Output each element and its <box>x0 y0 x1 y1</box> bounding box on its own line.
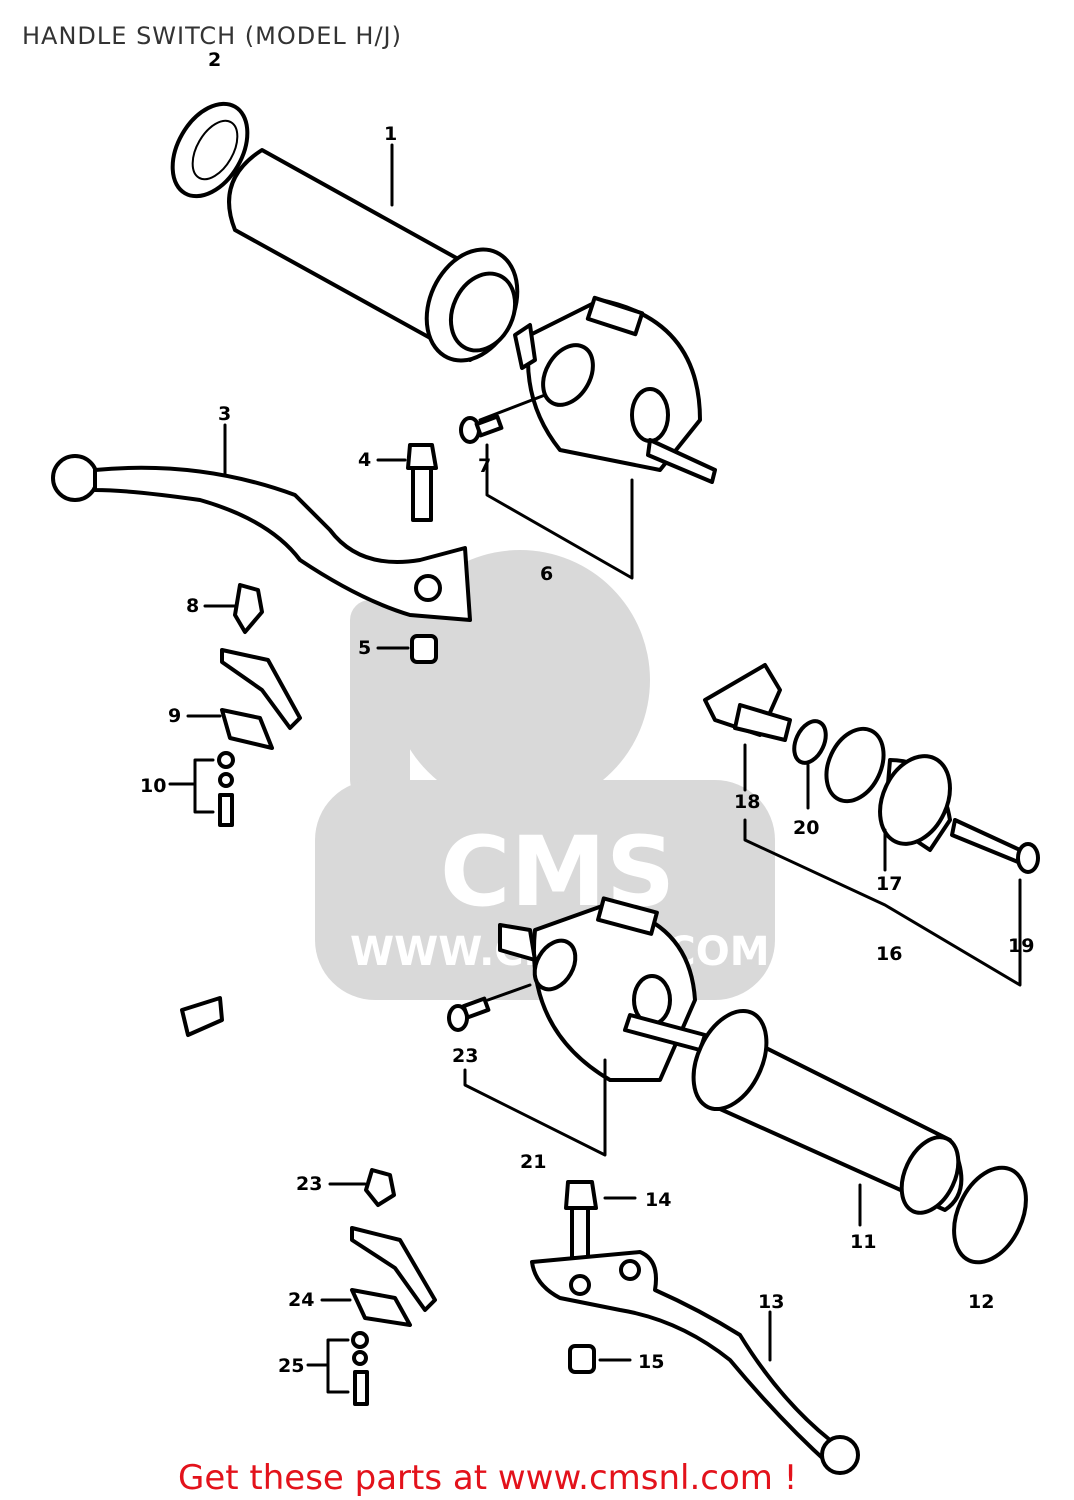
part-9-switch-plate <box>186 648 302 750</box>
part-6-switch-housing <box>513 295 717 484</box>
label-part-10: 10 <box>140 775 166 797</box>
part-23-switch-piece <box>328 1168 396 1207</box>
part-4-bolt <box>376 443 438 522</box>
part-21-switch-housing <box>498 896 707 1082</box>
part-23-screw <box>447 983 532 1032</box>
label-part-23a: 23 <box>452 1045 478 1067</box>
label-part-21: 21 <box>520 1151 546 1173</box>
label-part-8: 8 <box>186 595 199 617</box>
part-14-bolt <box>564 1180 637 1260</box>
part-19-screw <box>950 818 1040 874</box>
label-part-15: 15 <box>638 1351 664 1373</box>
part-11-grip <box>691 1008 964 1215</box>
label-part-16: 16 <box>876 943 902 965</box>
label-part-18: 18 <box>734 791 760 813</box>
label-part-25: 25 <box>278 1355 304 1377</box>
part-12-end-cap <box>952 1165 1028 1265</box>
label-part-4: 4 <box>358 449 371 471</box>
diagram-title: HANDLE SWITCH (MODEL H/J) <box>22 22 402 50</box>
label-part-23b: 23 <box>296 1173 322 1195</box>
label-part-7: 7 <box>478 455 491 477</box>
footer-link-text[interactable]: Get these parts at www.cmsnl.com ! <box>178 1458 798 1498</box>
label-part-6: 6 <box>540 563 553 585</box>
label-part-9: 9 <box>168 705 181 727</box>
part-24-switch-plate <box>320 1226 437 1327</box>
label-part-13: 13 <box>758 1291 784 1313</box>
label-part-1: 1 <box>384 123 397 145</box>
part-18-throttle-housing <box>703 663 792 742</box>
part-25-screw-set <box>306 1331 369 1406</box>
part-labels: 1 2 3 4 5 6 7 8 9 10 11 12 13 14 15 16 1… <box>140 49 1034 1377</box>
label-part-3: 3 <box>218 403 231 425</box>
part-7-screw <box>459 393 547 444</box>
part-13-lever <box>530 1250 860 1475</box>
label-part-14: 14 <box>645 1189 671 1211</box>
part-10-screw-set <box>168 751 235 827</box>
label-part-2: 2 <box>208 49 221 71</box>
part-1-grip <box>227 148 520 363</box>
label-part-24: 24 <box>288 1289 314 1311</box>
loose-switch-part <box>180 996 224 1037</box>
part-17-cable-guide <box>824 726 952 852</box>
label-part-20: 20 <box>793 817 819 839</box>
label-part-17: 17 <box>876 873 902 895</box>
part-2-end-cap <box>170 101 250 199</box>
part-20-washer <box>792 719 828 765</box>
part-3-lever <box>51 454 472 622</box>
label-part-12: 12 <box>968 1291 994 1313</box>
label-part-19: 19 <box>1008 935 1034 957</box>
part-15-nut <box>568 1344 632 1374</box>
part-8-switch-piece <box>203 583 264 634</box>
label-part-5: 5 <box>358 637 371 659</box>
part-5-nut <box>376 634 438 664</box>
label-part-11: 11 <box>850 1231 876 1253</box>
